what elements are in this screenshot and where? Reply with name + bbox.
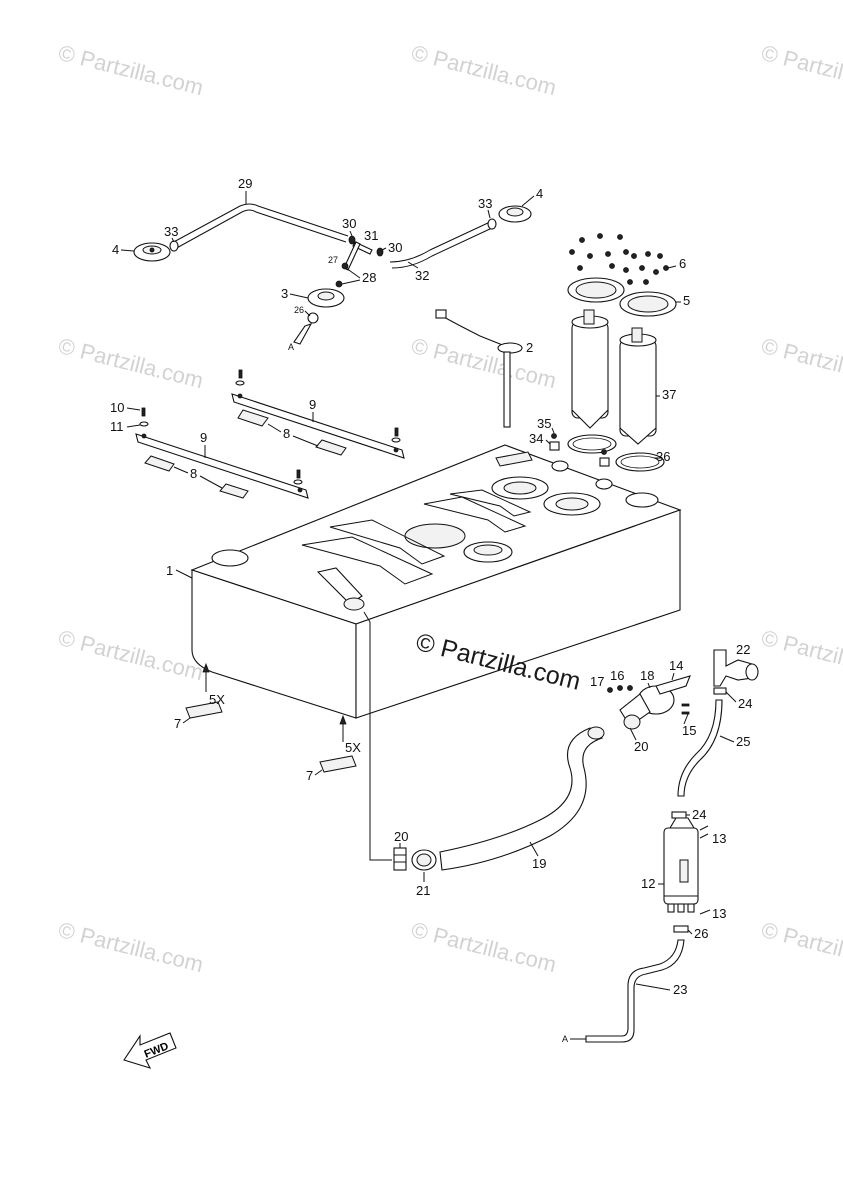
fuel-tank-1 <box>190 444 682 719</box>
callout-25: 25 <box>736 734 750 749</box>
callout-13-upper: 13 <box>712 831 726 846</box>
callout-37: 37 <box>662 387 676 402</box>
callout-9-upper: 9 <box>309 397 316 412</box>
strap-bolts <box>139 369 401 485</box>
callout-3: 3 <box>281 286 288 301</box>
callout-32: 32 <box>415 268 429 283</box>
callout-26-upper: 26 <box>294 305 304 315</box>
callout-15: 15 <box>682 723 696 738</box>
callout-33-right: 33 <box>478 196 492 211</box>
callout-13-lower: 13 <box>712 906 726 921</box>
hose-clamp-24-lower <box>671 811 687 819</box>
callout-4-right: 4 <box>536 186 543 201</box>
callout-6: 6 <box>679 256 686 271</box>
hose-clamp-33-right <box>487 218 497 230</box>
callout-4-left: 4 <box>112 242 119 257</box>
hose-clamp-20-lower <box>393 847 407 871</box>
small-parts-15-16-17 <box>607 685 690 715</box>
callout-20-lower: 20 <box>394 829 408 844</box>
drain-line <box>363 611 392 861</box>
bolts-6 <box>569 233 669 285</box>
vent-hose-32 <box>389 221 493 269</box>
hose-clamp-33-left <box>169 240 179 252</box>
fuel-level-sensor-2 <box>435 309 523 428</box>
callout-labels: 1 2 3 4 4 5 6 7 7 8 8 9 9 10 11 12 13 13… <box>110 176 752 1044</box>
callout-27: 27 <box>328 255 338 265</box>
hose-clamp-26-lower <box>673 925 689 933</box>
fuel-pump-37-right <box>619 327 657 445</box>
callout-7-left: 7 <box>174 716 181 731</box>
fuel-pump-37-left <box>571 309 609 429</box>
callout-20-upper: 20 <box>634 739 648 754</box>
fuel-hose-23 <box>585 939 685 1043</box>
callout-23: 23 <box>673 982 687 997</box>
tee-joint-31 <box>343 241 373 271</box>
gasket-36-right <box>615 452 665 472</box>
callout-29: 29 <box>238 176 252 191</box>
callout-19: 19 <box>532 856 546 871</box>
vent-hose-29 <box>169 203 349 251</box>
hose-clamp-24-upper <box>713 687 727 695</box>
callout-26-lower: 26 <box>694 926 708 941</box>
callout-1: 1 <box>166 563 173 578</box>
callout-21: 21 <box>416 883 430 898</box>
callout-8-upper: 8 <box>283 426 290 441</box>
tank-strap-9-upper <box>231 393 405 459</box>
filler-hose-19 <box>439 726 605 871</box>
ref-marker-a-top: A <box>288 342 294 352</box>
clamps-30 <box>348 235 384 257</box>
callout-30-left: 30 <box>342 216 356 231</box>
callout-36: 36 <box>656 449 670 464</box>
fuel-filter-12 <box>663 817 699 913</box>
callout-35: 35 <box>537 416 551 431</box>
callout-17: 17 <box>590 674 604 689</box>
callout-34: 34 <box>529 431 543 446</box>
clamp-26-top <box>293 312 319 345</box>
vent-cap-3 <box>307 288 345 308</box>
filler-neck-18 <box>619 675 691 730</box>
callout-12: 12 <box>641 876 655 891</box>
callout-33-left: 33 <box>164 224 178 239</box>
callout-18: 18 <box>640 668 654 683</box>
forward-direction-arrow: FWD <box>123 1032 177 1069</box>
callout-30-right: 30 <box>388 240 402 255</box>
vent-hose-25 <box>677 699 723 797</box>
tank-pads-7 <box>185 701 357 773</box>
quantity-leaders <box>202 662 347 742</box>
vent-cap-4-right <box>498 205 532 223</box>
tank-strap-9-lower <box>135 433 309 499</box>
ref-marker-a-bottom: A <box>562 1034 568 1044</box>
callout-24-lower: 24 <box>692 807 706 822</box>
filter-clips-13 <box>699 825 711 915</box>
callout-11: 11 <box>110 419 124 434</box>
callout-22: 22 <box>736 642 750 657</box>
callout-9-lower: 9 <box>200 430 207 445</box>
callout-7-right: 7 <box>306 768 313 783</box>
fittings-34-35 <box>549 433 610 467</box>
callout-2: 2 <box>526 340 533 355</box>
rollover-valve-22 <box>713 649 759 687</box>
quantity-note-right: 5X <box>345 740 361 755</box>
callout-28: 28 <box>362 270 376 285</box>
quantity-note-left: 5X <box>209 692 225 707</box>
clamps-27-28 <box>335 262 349 288</box>
callout-24-upper: 24 <box>738 696 752 711</box>
callout-31: 31 <box>364 228 378 243</box>
callout-14: 14 <box>669 658 683 673</box>
callout-8-lower: 8 <box>190 466 197 481</box>
callout-16: 16 <box>610 668 624 683</box>
retaining-ring-5-right <box>619 291 677 317</box>
retaining-ring-5-left <box>567 277 625 303</box>
hose-joint-21 <box>411 849 437 871</box>
gasket-36-left <box>567 434 617 454</box>
callout-5: 5 <box>683 293 690 308</box>
callout-10: 10 <box>110 400 124 415</box>
strap-pads-8 <box>144 409 347 499</box>
vent-cap-4-left <box>133 242 171 262</box>
